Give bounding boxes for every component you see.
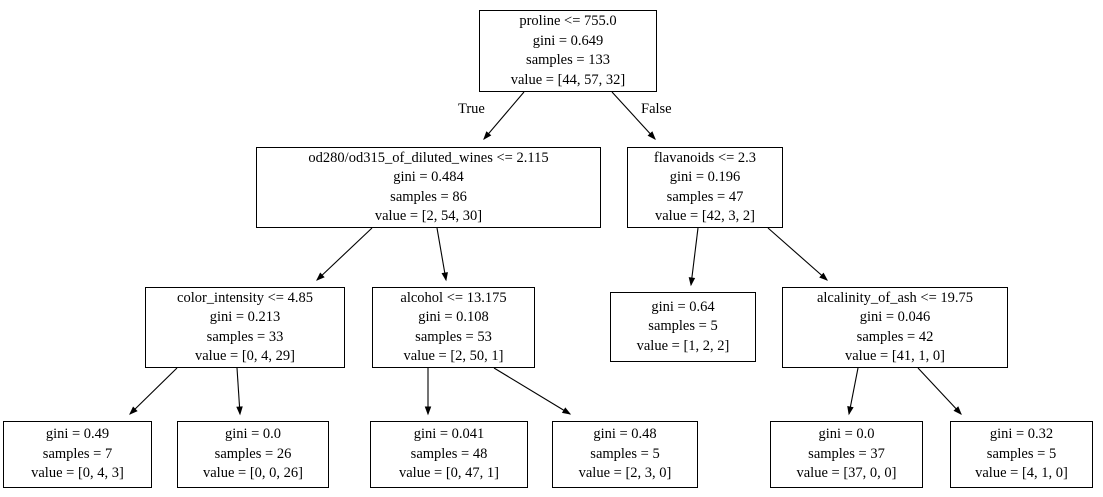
node-value: value = [2, 3, 0] [578,465,672,482]
node-value: value = [0, 0, 26] [203,465,303,482]
node-gini: gini = 0.49 [45,426,110,443]
edge-root-to-od280 [483,91,525,141]
node-value: value = [42, 3, 2] [655,208,755,224]
node-samples: samples = 48 [410,445,488,462]
node-samples: samples = 37 [808,445,885,462]
edge-flavanoids-to-alcalinity [767,227,828,281]
node-gini: gini = 0.64 [651,298,715,315]
node-value: value = [0, 47, 1] [399,465,499,482]
edge-od280-to-alcohol [436,227,448,282]
edge-od280-to-color-intensity [316,227,373,281]
node-samples: samples = 47 [666,188,744,205]
node-condition: proline <= 755.0 [519,13,617,29]
tree-leaf-2: gini = 0.0 samples = 26 value = [0, 0, 2… [177,421,329,488]
edge-flavanoids-to-leaf-mixed [688,227,699,287]
node-samples: samples = 86 [390,188,467,205]
node-gini: gini = 0.32 [989,426,1054,443]
node-condition: alcalinity_of_ash <= 19.75 [816,289,974,306]
tree-node-root: proline <= 755.0 gini = 0.649 samples = … [479,10,657,92]
node-samples: samples = 5 [590,445,660,462]
tree-node-flavanoids: flavanoids <= 2.3 gini = 0.196 samples =… [627,147,783,228]
edge-color-to-leaf1 [129,367,178,415]
edge-root-to-flavanoids [611,91,656,140]
tree-node-alcohol: alcohol <= 13.175 gini = 0.108 samples =… [372,287,535,368]
node-value: value = [2, 50, 1] [403,348,504,364]
node-samples: samples = 5 [648,318,718,335]
node-gini: gini = 0.196 [669,169,741,185]
node-samples: samples = 26 [214,445,292,462]
tree-leaf-4: gini = 0.48 samples = 5 value = [2, 3, 0… [552,421,698,488]
node-samples: samples = 7 [42,445,113,462]
node-condition: color_intensity <= 4.85 [177,289,313,306]
node-gini: gini = 0.48 [593,426,657,443]
node-samples: samples = 133 [526,52,610,68]
tree-node-alcalinity-of-ash: alcalinity_of_ash <= 19.75 gini = 0.046 … [782,287,1008,368]
edge-label-true: True [458,101,485,117]
edge-color-to-leaf2 [236,367,243,416]
node-gini: gini = 0.041 [413,426,485,443]
node-gini: gini = 0.0 [818,426,875,443]
tree-leaf-1: gini = 0.49 samples = 7 value = [0, 4, 3… [3,421,152,488]
node-gini: gini = 0.108 [418,309,489,325]
node-value: value = [4, 1, 0] [975,465,1068,482]
node-gini: gini = 0.0 [224,426,282,443]
tree-leaf-6: gini = 0.32 samples = 5 value = [4, 1, 0… [950,421,1093,488]
node-value: value = [2, 54, 30] [374,208,483,224]
node-condition: flavanoids <= 2.3 [653,149,757,166]
node-value: value = [1, 2, 2] [636,337,730,354]
node-condition: od280/od315_of_diluted_wines <= 2.115 [308,149,549,166]
tree-leaf-5: gini = 0.0 samples = 37 value = [37, 0, … [770,421,923,488]
edge-alcalinity-to-leaf6 [917,367,962,415]
edge-label-false: False [641,101,672,117]
node-samples: samples = 33 [206,328,284,345]
node-value: value = [41, 1, 0] [845,348,945,364]
node-condition: alcohol <= 13.175 [400,289,507,306]
node-gini: gini = 0.484 [393,169,464,185]
tree-leaf-mixed: gini = 0.64 samples = 5 value = [1, 2, 2… [610,292,756,362]
node-value: value = [0, 4, 3] [31,465,124,482]
node-gini: gini = 0.649 [532,32,604,49]
node-samples: samples = 53 [415,328,492,345]
tree-node-od280: od280/od315_of_diluted_wines <= 2.115 gi… [256,147,601,228]
node-gini: gini = 0.046 [859,309,931,325]
node-value: value = [44, 57, 32] [510,71,626,88]
node-samples: samples = 5 [986,445,1057,462]
node-value: value = [37, 0, 0] [796,465,897,482]
edge-alcohol-to-leaf4 [493,367,572,415]
node-gini: gini = 0.213 [209,309,281,325]
tree-node-color-intensity: color_intensity <= 4.85 gini = 0.213 sam… [145,287,345,368]
node-samples: samples = 42 [856,328,934,345]
tree-leaf-3: gini = 0.041 samples = 48 value = [0, 47… [370,421,528,488]
edge-alcalinity-to-leaf5 [847,367,859,416]
node-value: value = [0, 4, 29] [195,348,295,364]
